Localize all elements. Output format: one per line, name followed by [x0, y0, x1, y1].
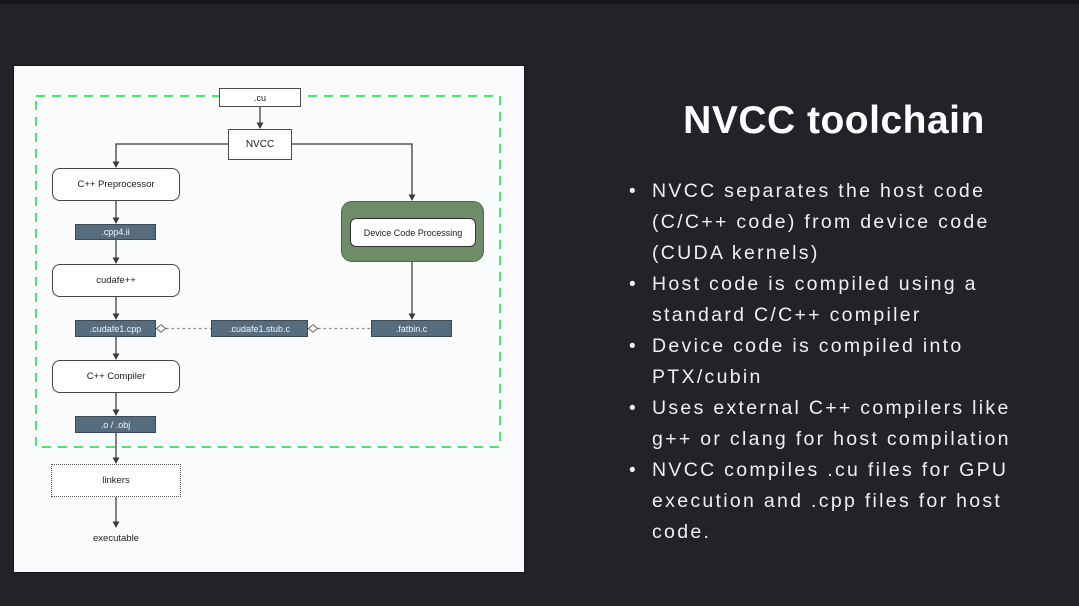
diamond-connector — [307, 324, 319, 333]
node-linkers-label: linkers — [102, 475, 130, 486]
bullet-item: Uses external C++ compilers like g++ or … — [629, 393, 1041, 455]
node-cudafe1-cpp-label: .cudafe1.cpp — [89, 323, 142, 334]
nvcc-diagram-panel: .cu NVCC C++ Preprocessor .cpp4.ii cudaf… — [14, 66, 524, 572]
node-device-code-processing-container: Device Code Processing — [341, 201, 484, 262]
diamond-connector — [155, 324, 167, 333]
bullet-item: Host code is compiled using a standard C… — [629, 269, 1041, 331]
bullet-item: Device code is compiled into PTX/cubin — [629, 331, 1041, 393]
node-fatbin-c: .fatbin.c — [371, 320, 452, 337]
node-cudafe: cudafe++ — [52, 264, 180, 297]
node-o-obj-label: .o / .obj — [100, 419, 131, 430]
bullet-item: NVCC separates the host code (C/C++ code… — [629, 176, 1041, 269]
node-executable: executable — [66, 533, 166, 544]
node-cpp-compiler-label: C++ Compiler — [86, 371, 146, 382]
node-cudafe-label: cudafe++ — [96, 275, 136, 286]
bullet-item: NVCC compiles .cu files for GPU executio… — [629, 455, 1041, 548]
top-letterbox-strip — [0, 0, 1079, 4]
node-linkers: linkers — [51, 464, 181, 497]
node-nvcc: NVCC — [228, 129, 292, 160]
node-cudafe1-stub-c: .cudafe1.stub.c — [211, 320, 308, 337]
node-cpp-preprocessor: C++ Preprocessor — [52, 168, 180, 201]
node-nvcc-label: NVCC — [245, 139, 275, 150]
node-fatbin-c-label: .fatbin.c — [395, 323, 428, 334]
node-cpp4-ii: .cpp4.ii — [75, 224, 156, 240]
node-cpp-compiler: C++ Compiler — [52, 360, 180, 393]
node-device-code-processing: Device Code Processing — [350, 218, 476, 247]
node-cu-label: .cu — [253, 92, 266, 103]
node-cudafe1-stub-c-label: .cudafe1.stub.c — [228, 323, 291, 334]
node-o-obj: .o / .obj — [75, 416, 156, 433]
node-cpp4-ii-label: .cpp4.ii — [101, 227, 130, 237]
page-title: NVCC toolchain — [683, 99, 985, 142]
node-executable-label: executable — [93, 533, 139, 544]
bullet-list: NVCC separates the host code (C/C++ code… — [629, 176, 1041, 548]
node-cpp-preprocessor-label: C++ Preprocessor — [77, 179, 155, 190]
node-cu: .cu — [219, 88, 301, 107]
node-device-code-processing-label: Device Code Processing — [363, 227, 463, 238]
node-cudafe1-cpp: .cudafe1.cpp — [75, 320, 156, 337]
